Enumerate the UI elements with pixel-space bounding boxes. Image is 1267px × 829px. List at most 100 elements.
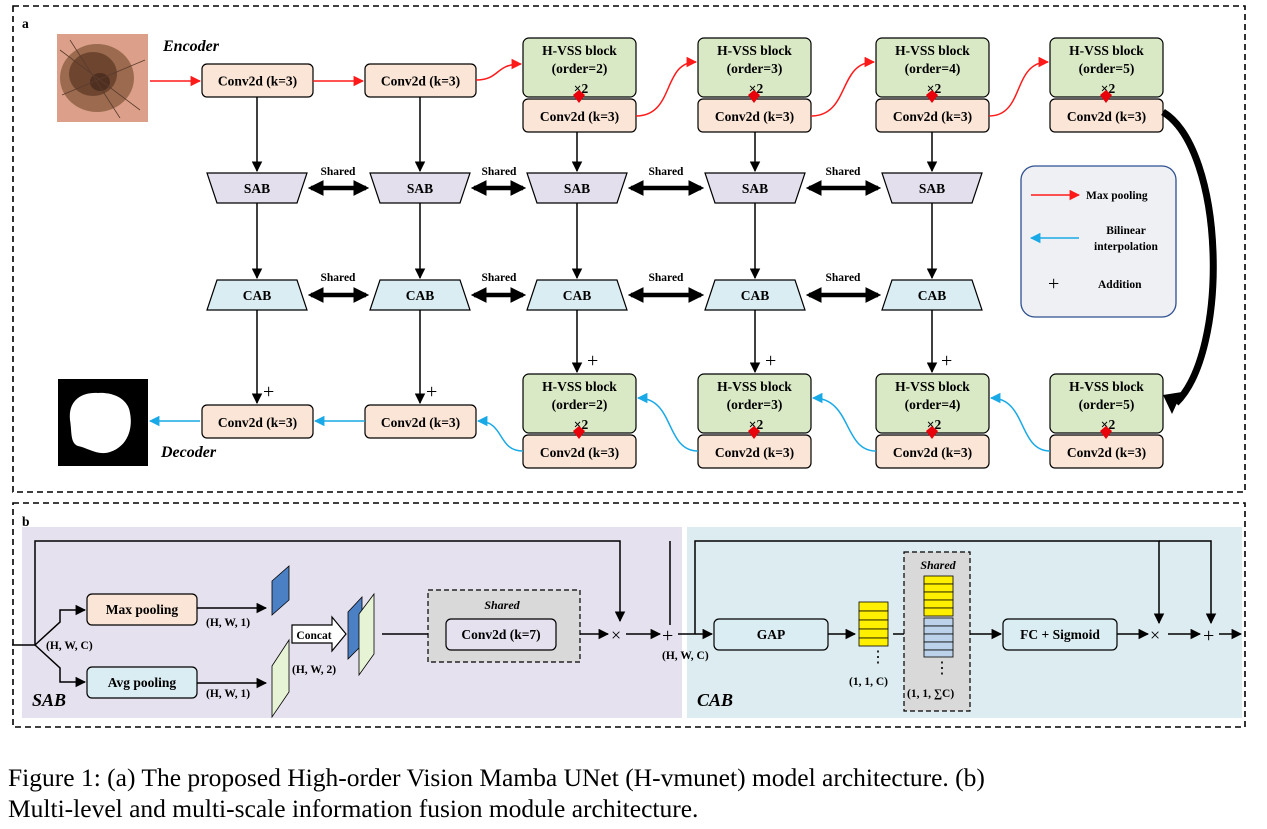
hvss-order: (order=5) bbox=[1079, 61, 1135, 76]
legend-bilinear-2: interpolation bbox=[1094, 241, 1158, 253]
hvss-conv-label: Conv2d (k=3) bbox=[893, 109, 972, 124]
hvss-title: H-VSS block bbox=[895, 43, 970, 58]
sab-detail bbox=[12, 540, 671, 689]
gap-label: GAP bbox=[757, 627, 786, 642]
sab-label: SAB bbox=[564, 181, 590, 196]
sab-block-5: SAB bbox=[881, 172, 983, 204]
channel-vector bbox=[858, 601, 889, 647]
shared-conv7-label: Shared bbox=[484, 598, 520, 612]
encoder-conv-1: Conv2d (k=3) bbox=[201, 63, 314, 98]
cab-row: CAB CAB CAB CAB CAB bbox=[206, 279, 983, 311]
panel-b-label: b bbox=[22, 514, 30, 529]
hvss-title: H-VSS block bbox=[1069, 379, 1144, 394]
decoder-hvss-2: H-VSS block (order=3) ×2 Conv2d (k=3) bbox=[697, 373, 812, 469]
encoder-hvss-4: H-VSS block (order=5) ×2 Conv2d (k=3) bbox=[1049, 37, 1164, 133]
plus-sign: + bbox=[263, 381, 274, 403]
legend-plus: + bbox=[1048, 273, 1059, 295]
cab-block-1: CAB bbox=[206, 279, 308, 311]
max-pooling-box: Max pooling bbox=[86, 593, 198, 626]
shared-label: Shared bbox=[482, 166, 518, 178]
panel-b-frame bbox=[12, 502, 1246, 728]
cab-label: CAB bbox=[563, 288, 592, 303]
encoder-hvss-1: H-VSS block (order=2) ×2 Conv2d (k=3) bbox=[522, 37, 637, 133]
hvss-order: (order=5) bbox=[1079, 397, 1135, 412]
encoder-conv-2-label: Conv2d (k=3) bbox=[381, 74, 460, 89]
legend-max-pooling: Max pooling bbox=[1086, 190, 1148, 202]
hvss-conv-label: Conv2d (k=3) bbox=[893, 445, 972, 460]
hvss-title: H-VSS block bbox=[717, 43, 792, 58]
cab-label: CAB bbox=[406, 288, 435, 303]
concat-map-2 bbox=[358, 592, 375, 677]
hw1-label-avg: (H, W, 1) bbox=[206, 688, 250, 700]
decoder-conv-1-label: Conv2d (k=3) bbox=[218, 415, 297, 430]
shared-labels: Shared Shared Shared Shared Shared Share… bbox=[321, 166, 862, 284]
plus-sign: + bbox=[426, 381, 437, 403]
output-mask-image bbox=[58, 379, 148, 466]
sab-block-4: SAB bbox=[704, 172, 806, 204]
cab-add: + bbox=[1203, 625, 1214, 647]
decoder-hvss-3: H-VSS block (order=4) ×2 Conv2d (k=3) bbox=[875, 373, 990, 469]
vector-dots: ⋮ bbox=[870, 649, 886, 666]
decoder-conv-2: Conv2d (k=3) bbox=[364, 404, 477, 439]
vertical-flow-arrows bbox=[251, 97, 938, 405]
connector-marker bbox=[926, 426, 938, 439]
hvss-title: H-VSS block bbox=[542, 43, 617, 58]
cab-block-5: CAB bbox=[881, 279, 983, 311]
avg-pooling-box: Avg pooling bbox=[86, 666, 198, 699]
connector-marker bbox=[1100, 90, 1112, 103]
hvss-title: H-VSS block bbox=[1069, 43, 1144, 58]
max-pooling-arrows bbox=[150, 56, 1050, 117]
concat-label: Concat bbox=[296, 630, 331, 642]
connector-marker bbox=[926, 90, 938, 103]
max-feature-map bbox=[271, 565, 290, 616]
legend: Max pooling Bilinear interpolation + Add… bbox=[1020, 165, 1177, 318]
legend-bilinear-1: Bilinear bbox=[1106, 225, 1146, 237]
sab-label: SAB bbox=[919, 181, 945, 196]
c11sum-label: (1, 1, ∑C) bbox=[907, 688, 954, 700]
encoder-conv-2: Conv2d (k=3) bbox=[364, 63, 477, 98]
concat-arrow: Concat bbox=[291, 615, 347, 653]
hvss-conv-label: Conv2d (k=3) bbox=[1067, 109, 1146, 124]
shared-label: Shared bbox=[321, 166, 357, 178]
hvss-title: H-VSS block bbox=[895, 379, 970, 394]
cab-block-3: CAB bbox=[526, 279, 628, 311]
hwc-output-label: (H, W, C) bbox=[662, 650, 709, 662]
sab-add: + bbox=[662, 625, 673, 647]
sab-block-3: SAB bbox=[526, 172, 628, 204]
panel-a-frame bbox=[12, 5, 1246, 493]
connector-marker bbox=[1100, 426, 1112, 439]
legend-addition: Addition bbox=[1098, 279, 1142, 291]
gap-box: GAP bbox=[713, 618, 829, 651]
max-pooling-label: Max pooling bbox=[106, 602, 179, 617]
shared-label: Shared bbox=[482, 272, 518, 284]
stack-dots: ⋮ bbox=[934, 660, 950, 677]
decoder-hvss-1: H-VSS block (order=2) ×2 Conv2d (k=3) bbox=[522, 373, 637, 469]
shared-conv7: Shared Conv2d (k=7) bbox=[427, 589, 581, 663]
shared-label: Shared bbox=[649, 166, 685, 178]
figure-caption: Figure 1: (a) The proposed High-order Vi… bbox=[8, 762, 1266, 824]
sab-block-1: SAB bbox=[206, 172, 308, 204]
hvss-order: (order=4) bbox=[905, 61, 961, 76]
connector-marker bbox=[748, 426, 760, 439]
hvss-order: (order=3) bbox=[727, 397, 783, 412]
avg-pooling-label: Avg pooling bbox=[108, 675, 177, 690]
plus-sign: + bbox=[587, 350, 598, 372]
shared-label: Shared bbox=[649, 272, 685, 284]
shared-channel-stack: Shared ⋮ (1, 1, ∑C) bbox=[903, 551, 971, 712]
hvss-order: (order=3) bbox=[727, 61, 783, 76]
panel-a-label: a bbox=[22, 16, 29, 31]
sab-label: SAB bbox=[244, 181, 270, 196]
avg-feature-map bbox=[271, 638, 290, 719]
hvss-conv-label: Conv2d (k=3) bbox=[1067, 445, 1146, 460]
cab-label: CAB bbox=[918, 288, 947, 303]
encoder-hvss-2: H-VSS block (order=3) ×2 Conv2d (k=3) bbox=[697, 37, 812, 133]
decoder-conv-2-label: Conv2d (k=3) bbox=[381, 415, 460, 430]
input-skin-image bbox=[57, 34, 148, 122]
addition-marks: + + + + + bbox=[263, 350, 952, 403]
cab-label: CAB bbox=[741, 288, 770, 303]
encoder-conv-1-label: Conv2d (k=3) bbox=[218, 74, 297, 89]
hvss-order: (order=2) bbox=[552, 61, 608, 76]
decoder-label: Decoder bbox=[160, 444, 217, 461]
decoder-conv-1: Conv2d (k=3) bbox=[201, 404, 314, 439]
